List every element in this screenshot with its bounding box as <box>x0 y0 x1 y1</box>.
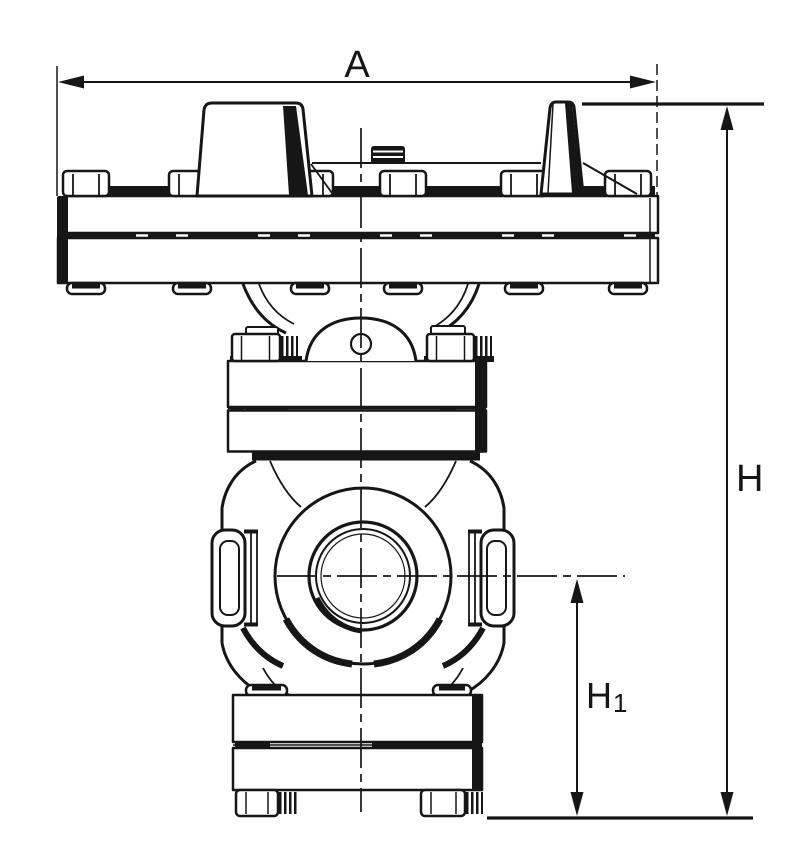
arrowhead-left <box>58 75 84 89</box>
boss-shadow-left <box>282 617 353 668</box>
valve-body <box>210 459 516 696</box>
arrowhead-right <box>630 75 656 89</box>
cover-lower-plate <box>56 236 660 285</box>
nut-tab <box>503 281 545 296</box>
vent-plug <box>371 146 405 164</box>
hex-bolt <box>61 169 111 198</box>
nut-tab <box>65 281 107 296</box>
valve-gland-flange <box>226 316 494 461</box>
bottom-tab <box>244 683 289 698</box>
valve-top-cover <box>56 100 660 296</box>
dim-label-h1: H <box>586 675 612 716</box>
bottom-upper-flange <box>231 693 484 744</box>
nut-tab <box>289 281 331 296</box>
cover-left-edge-shadow <box>57 196 68 283</box>
bottom-lower-flange <box>231 746 484 792</box>
right-lug-shadow <box>565 103 582 193</box>
side-flange-right <box>468 528 516 628</box>
arrowhead-down <box>720 792 734 816</box>
skirt-shadow-left <box>240 626 285 669</box>
nut-tab <box>607 281 649 296</box>
nut-tab <box>171 281 213 296</box>
arrowhead-down <box>570 792 584 816</box>
dimension-a: A <box>56 44 658 197</box>
bottom-bolt-left <box>234 788 297 818</box>
dimension-h1: H 1 <box>570 579 627 816</box>
gland-upper-flange <box>226 359 488 409</box>
dimension-h: H <box>487 102 764 820</box>
right-lug <box>539 100 585 196</box>
gland-lower-flange <box>226 409 488 453</box>
body-outline-right <box>465 459 506 696</box>
gland-bolt-left <box>230 326 302 363</box>
cover-bottom-nuts <box>65 281 649 296</box>
dim-label-h1-subscript: 1 <box>613 688 627 718</box>
arrowhead-up <box>720 106 734 130</box>
side-flange-left <box>210 528 258 628</box>
boss-shadow-right <box>373 617 444 668</box>
left-lug <box>195 101 314 198</box>
bottom-bolt-right <box>419 788 483 818</box>
hex-bolt <box>603 169 653 198</box>
arrowhead-up <box>570 579 584 603</box>
dim-label-h: H <box>736 458 763 500</box>
bottom-tab <box>431 683 473 698</box>
cover-dome <box>310 162 638 195</box>
centerlines <box>277 128 625 812</box>
bottom-right-shadow <box>472 695 482 789</box>
valve-bottom-flange <box>231 683 484 818</box>
port-shadow <box>314 596 363 634</box>
hex-bolt <box>378 169 428 198</box>
gland-bolt-right <box>424 325 494 363</box>
dim-label-a: A <box>344 44 370 86</box>
ink-layer: A H H 1 <box>56 44 764 820</box>
skirt-shadow-right <box>441 626 486 669</box>
gland-right-shadow <box>475 361 486 451</box>
nut-tab <box>382 281 424 296</box>
